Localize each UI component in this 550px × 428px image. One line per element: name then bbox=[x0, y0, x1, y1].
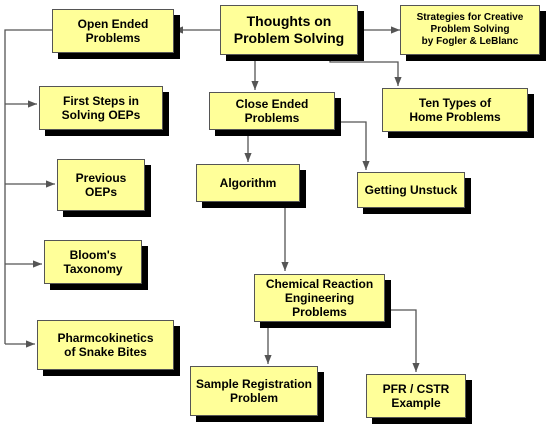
node-chemical-reaction-engineering[interactable]: Chemical Reaction Engineering Problems bbox=[254, 274, 385, 322]
node-previous-oeps[interactable]: Previous OEPs bbox=[57, 159, 145, 211]
node-open-ended-problems[interactable]: Open Ended Problems bbox=[52, 9, 174, 53]
arrow-chem-reaction-to-pfr-cstr bbox=[385, 309, 420, 372]
node-label: Close Ended Problems bbox=[235, 97, 309, 125]
node-label: Getting Unstuck bbox=[364, 183, 458, 197]
node-strategies-fogler-leblanc[interactable]: Strategies for Creative Problem Solving … bbox=[400, 5, 540, 55]
node-label: Bloom's Taxonomy bbox=[63, 248, 123, 276]
node-label: Open Ended Problems bbox=[77, 17, 149, 45]
arrow-thoughts-to-ten-types bbox=[329, 55, 402, 86]
node-label: Previous OEPs bbox=[75, 171, 127, 199]
node-getting-unstuck[interactable]: Getting Unstuck bbox=[357, 172, 465, 208]
node-label: Strategies for Creative Problem Solving … bbox=[416, 12, 524, 47]
node-label: Pharmcokinetics of Snake Bites bbox=[57, 331, 154, 359]
node-label: Ten Types of Home Problems bbox=[409, 96, 501, 124]
node-label: Thoughts on Problem Solving bbox=[233, 13, 345, 46]
node-label: PFR / CSTR Example bbox=[382, 382, 450, 410]
node-blooms-taxonomy[interactable]: Bloom's Taxonomy bbox=[44, 240, 142, 284]
open-ended-spine bbox=[4, 29, 52, 344]
node-first-steps-oeps[interactable]: First Steps in Solving OEPs bbox=[39, 86, 163, 130]
node-close-ended-problems[interactable]: Close Ended Problems bbox=[209, 92, 335, 130]
node-pharmcokinetics-snake-bites[interactable]: Pharmcokinetics of Snake Bites bbox=[37, 320, 174, 370]
node-thoughts-on-problem-solving[interactable]: Thoughts on Problem Solving bbox=[220, 5, 358, 55]
node-label: First Steps in Solving OEPs bbox=[61, 94, 141, 122]
node-label: Chemical Reaction Engineering Problems bbox=[265, 277, 374, 319]
node-ten-types-home-problems[interactable]: Ten Types of Home Problems bbox=[382, 88, 528, 132]
node-algorithm[interactable]: Algorithm bbox=[196, 164, 300, 202]
node-pfr-cstr-example[interactable]: PFR / CSTR Example bbox=[366, 374, 466, 418]
node-label: Sample Registration Problem bbox=[195, 377, 313, 405]
node-sample-registration-problem[interactable]: Sample Registration Problem bbox=[190, 366, 318, 416]
arrow-close-ended-to-getting-unstuck bbox=[335, 121, 370, 170]
node-label: Algorithm bbox=[219, 176, 277, 190]
